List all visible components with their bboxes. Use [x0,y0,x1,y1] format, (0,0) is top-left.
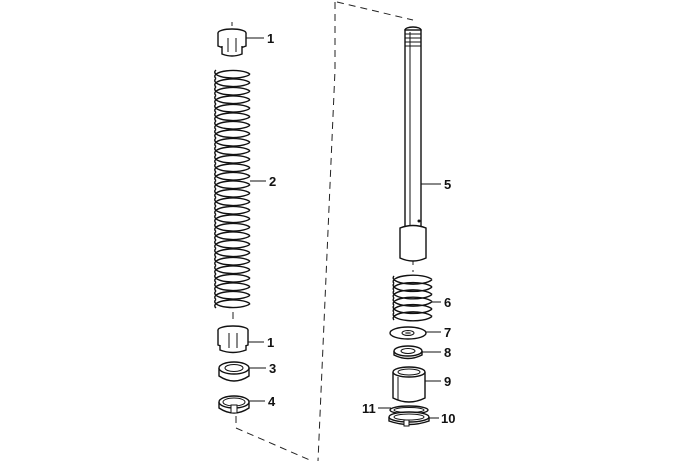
guide-top-dashed-line [336,1,414,21]
part-10-11-rings [388,405,430,427]
callout-part-8: 8 [444,345,451,360]
callout-part-1-bottom: 1 [267,335,274,350]
leader-lines [246,37,441,419]
part-5-damper-rod [399,26,427,262]
callout-part-2: 2 [269,174,276,189]
part-1-top-bushing [217,28,247,57]
assembly-guide-lines [231,1,414,462]
callout-labels: 1 2 1 3 4 5 6 7 8 9 11 10 [267,31,455,426]
part-7-washer [389,326,427,340]
callout-part-11: 11 [362,401,376,416]
callout-part-5: 5 [444,177,451,192]
part-6-short-spring [392,274,433,322]
part-3-ring [218,361,250,382]
callout-part-7: 7 [444,325,451,340]
part-2-fork-spring [214,69,251,309]
callout-part-6: 6 [444,295,451,310]
callout-part-4: 4 [268,394,276,409]
part-8-nut [393,345,423,360]
part-1-bottom-bushing [217,325,249,354]
guide-bottom-dashed-line [235,416,313,462]
callout-part-1-top: 1 [267,31,274,46]
part-4-split-ring [218,395,250,414]
part-9-sleeve [392,366,426,403]
callout-part-10: 10 [441,411,455,426]
callout-part-9: 9 [444,374,451,389]
callout-part-3: 3 [269,361,276,376]
divider-dashed-line [317,2,336,462]
